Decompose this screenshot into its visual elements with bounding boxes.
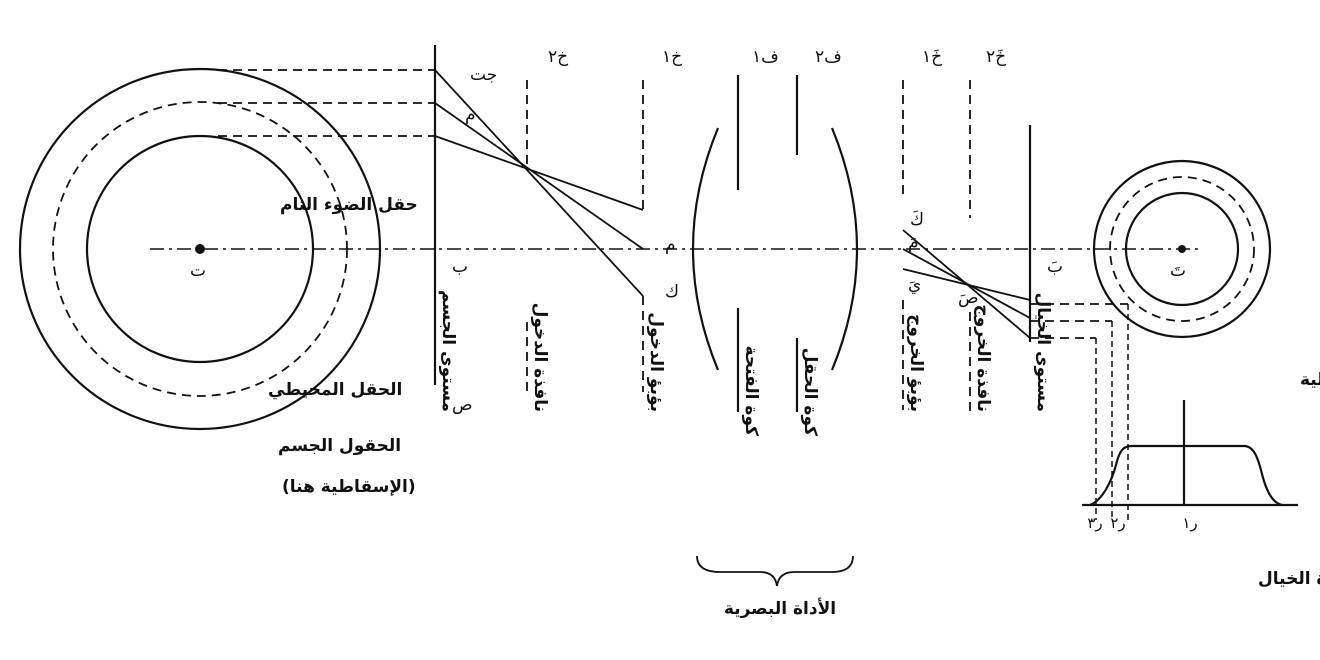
lens-right-surface [830, 127, 859, 371]
lens-left-surface [691, 127, 720, 371]
exit-pupil-label: بؤبؤ الخروج [906, 314, 926, 412]
object-center-dot [195, 244, 205, 254]
label-image-b: بَ [1047, 257, 1063, 277]
image-side-rays [902, 229, 1031, 339]
object-fields: ت حقل الضوء التام الحقل المحيطي الحقول ا… [18, 67, 418, 497]
label-exit-pupil-marker: خَ١ [922, 47, 942, 67]
full-light-field-circle [85, 134, 315, 364]
curve-drop-lines [1095, 304, 1129, 520]
object-plane-label: مستوى الجسم [438, 290, 458, 412]
outer-field-circle [18, 67, 382, 431]
curve-tick-3: ر٣ [1087, 514, 1102, 532]
image-curve-label: منحني إنارة الخيال [1258, 569, 1320, 589]
instrument-brace [696, 555, 854, 587]
entry-window-label: نافذة الدخول [530, 303, 550, 412]
image-center-label: تَ [1170, 261, 1186, 281]
peripheral-field-label: الحقل المحيطي [268, 380, 402, 400]
object-side-rays [434, 69, 644, 297]
image-full-light-circle [1124, 191, 1240, 307]
object-fields-caption-2: (الإسقاطية هنا) [282, 477, 416, 497]
label-exit-s: صَ [958, 288, 979, 308]
label-entry-pupil-marker: خ١ [662, 47, 682, 67]
entry-pupil-label: بؤبؤ الدخول [646, 312, 666, 412]
illumination-curve-panel: الحقول الخيالية ر١ ر٢ ر٣ منحني إنارة الخ… [1082, 370, 1320, 589]
image-fields-title: الحقول الخيالية [1300, 370, 1320, 390]
optical-instrument: ف١ ف٢ الأداة البصرية [691, 47, 859, 619]
image-projection-lines [1030, 303, 1128, 339]
illumination-curve [1089, 444, 1283, 507]
full-light-field-label: حقل الضوء التام [280, 195, 418, 215]
optical-instrument-label: الأداة البصرية [724, 598, 836, 619]
object-fields-caption-1: الحقول الجسم [278, 436, 401, 456]
label-axis-b: ب [452, 257, 468, 277]
label-exit-y: يَ [908, 275, 921, 295]
label-exit-m: مَ [908, 233, 919, 253]
curve-tick-1: ر١ [1182, 514, 1197, 532]
label-exit-window-marker: خَ٢ [986, 47, 1006, 67]
plane-labels: مستوى الجسم نافذة الدخول بؤبؤ الدخول كوة… [438, 290, 1053, 436]
vignetting-field-circle [52, 101, 348, 397]
label-object-bottom: ص [452, 395, 473, 415]
label-ray-mid: م [465, 105, 476, 125]
object-projection-lines [218, 69, 435, 137]
exit-window-label: نافذة الخروج [973, 304, 993, 412]
label-entry-k: ك [665, 282, 679, 302]
label-aperture-stop-marker: ف١ [752, 47, 779, 67]
label-ray-top: جت [470, 65, 497, 85]
label-exit-k: كَ [910, 210, 924, 230]
image-vignetting-circle [1109, 176, 1255, 322]
image-center-dot [1178, 245, 1186, 253]
image-outer-circle [1092, 159, 1272, 339]
image-fields: تَ [1092, 159, 1272, 339]
label-field-stop-marker: ف٢ [815, 47, 842, 67]
label-entry-m: م [665, 235, 676, 255]
field-stop-label: كوة الحقل [800, 348, 820, 436]
image-plane-label: مستوى الخيال [1033, 293, 1053, 412]
aperture-stop-label: كوة الفتحة [741, 346, 761, 437]
object-center-label: ت [190, 261, 206, 281]
label-entry-window-marker: خ٢ [548, 47, 568, 67]
curve-tick-2: ر٢ [1110, 514, 1125, 532]
